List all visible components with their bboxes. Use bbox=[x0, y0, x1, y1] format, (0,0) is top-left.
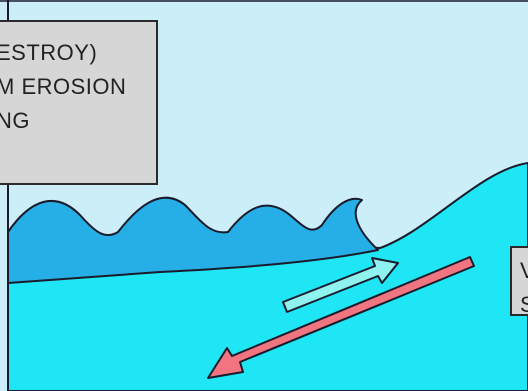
left-label-line: ESTROY) bbox=[0, 40, 98, 65]
right-label-box: V S bbox=[510, 246, 528, 316]
left-label-line: M EROSION bbox=[0, 74, 127, 99]
left-label-box: ESTROY) M EROSION NG bbox=[0, 20, 158, 185]
right-label-line: S bbox=[520, 288, 528, 314]
breaking-waves bbox=[7, 196, 379, 284]
swash-arrow bbox=[282, 257, 399, 313]
backwash-arrow bbox=[207, 256, 475, 379]
right-label-line: V bbox=[520, 254, 528, 288]
left-label-line: NG bbox=[0, 108, 30, 133]
